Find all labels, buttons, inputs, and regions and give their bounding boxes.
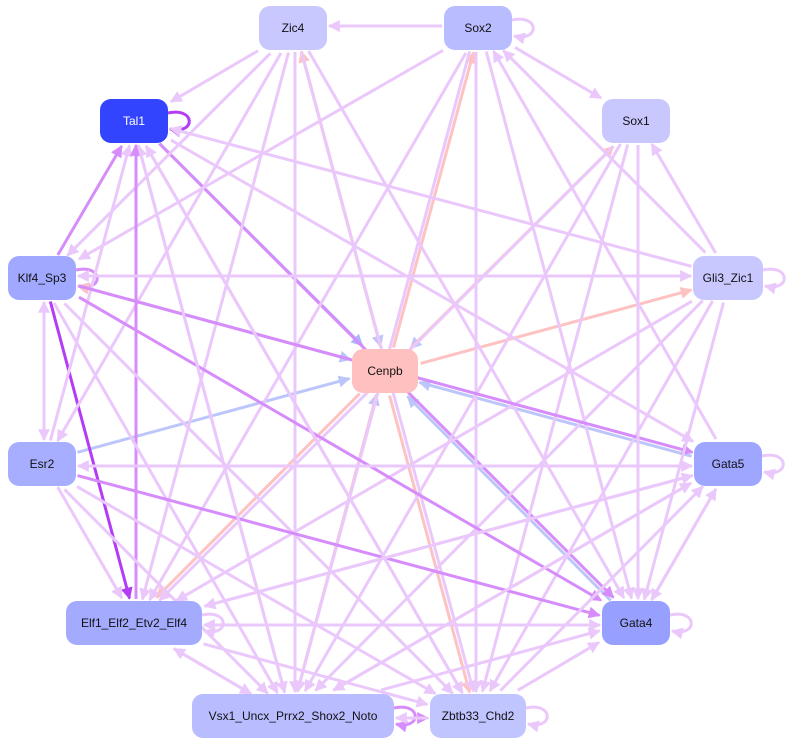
node-gata5[interactable]: Gata5	[694, 442, 762, 486]
edge-Zic4-to-Elf1	[139, 52, 290, 601]
node-gata4[interactable]: Gata4	[602, 601, 670, 645]
node-box	[694, 442, 762, 486]
node-label: Elf1_Elf2_Etv2_Elf4	[81, 616, 187, 630]
node-sox2[interactable]: Sox2	[444, 6, 512, 50]
edge-Klf4_Sp3-to-Tal1	[56, 144, 123, 256]
edge-Gata4-to-Gata4	[669, 612, 693, 640]
edge-Gata5-to-Gata5	[761, 453, 785, 481]
node-box	[192, 694, 394, 738]
node-box	[693, 256, 763, 300]
node-box	[430, 694, 526, 738]
node-label: Cenpb	[367, 364, 403, 378]
edge-Cenpb-to-Zbtb33	[388, 395, 473, 694]
edge-Gata4-to-Cenpb	[406, 395, 612, 602]
node-box	[602, 601, 670, 645]
node-box	[8, 256, 76, 300]
edge-Cenpb-to-Elf1	[155, 392, 361, 599]
node-cenpb[interactable]: Cenpb	[352, 349, 418, 393]
edge-Tal1-to-Vsx1	[137, 145, 288, 694]
edges-layer	[38, 17, 786, 733]
edge-Vsx1-to-Vsx1	[393, 705, 417, 733]
edge-Sox2-to-Sox1	[514, 46, 603, 100]
node-sox1[interactable]: Sox1	[602, 99, 670, 143]
edge-Esr2-to-Tal1	[48, 144, 133, 441]
node-zbtb33[interactable]: Zbtb33_Chd2	[430, 694, 526, 738]
node-label: Zic4	[282, 21, 305, 35]
node-box	[259, 6, 327, 50]
node-tal1[interactable]: Tal1	[100, 99, 168, 143]
node-zic4[interactable]: Zic4	[259, 6, 327, 50]
node-label: Sox1	[622, 114, 650, 128]
edge-Esr2-to-Vsx1	[63, 488, 269, 695]
edge-Elf1-to-Elf1	[201, 612, 225, 640]
edge-Vsx1-to-Elf1	[172, 647, 252, 696]
edge-Klf4_Sp3-to-Gata4	[78, 295, 603, 602]
node-label: Tal1	[123, 114, 145, 128]
edge-Tal1-to-Tal1	[167, 110, 191, 138]
edge-Gata5-to-Vsx1	[332, 481, 692, 692]
edge-Klf4_Sp3-to-Zbtb33	[63, 302, 454, 695]
node-label: Vsx1_Uncx_Prrx2_Shox2_Noto	[209, 709, 378, 723]
node-klf4-sp3[interactable]: Klf4_Sp3	[8, 256, 76, 300]
edge-Zic4-to-Klf4_Sp3	[66, 52, 272, 257]
edge-Zic4-to-Gata4	[307, 50, 626, 600]
node-label: Sox2	[464, 21, 492, 35]
node-label: Gata4	[620, 616, 653, 630]
node-box	[352, 349, 418, 393]
edge-Tal1-to-Zbtb33	[144, 145, 464, 695]
edge-Zic4-to-Esr2	[56, 52, 283, 443]
node-label: Zbtb33_Chd2	[442, 709, 515, 723]
edge-Gli3_Zic1-to-Sox1	[650, 142, 717, 254]
node-box	[444, 6, 512, 50]
edge-Gli3_Zic1-to-Gata4	[641, 302, 725, 601]
edge-Zbtb33-to-Gata4	[516, 641, 601, 692]
edge-Cenpb-to-Gli3_Zic1	[420, 286, 693, 365]
edge-Sox2-to-Gata4	[484, 51, 635, 600]
edge-Esr2-to-Gata4	[77, 474, 601, 619]
edge-Esr2-to-Elf1	[56, 486, 124, 600]
edge-Gata4-to-Gata5	[650, 487, 718, 601]
node-label: Gli3_Zic1	[703, 271, 754, 285]
node-box	[602, 99, 670, 143]
node-label: Klf4_Sp3	[18, 271, 67, 285]
node-box	[66, 601, 202, 645]
edge-Cenpb-to-Sox2	[391, 51, 477, 348]
edge-Gata5-to-Elf1	[203, 474, 693, 610]
node-label: Gata5	[712, 457, 745, 471]
node-box	[8, 442, 76, 486]
edge-Zic4-to-Tal1	[169, 49, 259, 103]
edge-Vsx1-to-Gata4	[380, 627, 601, 692]
node-gli3-zic1[interactable]: Gli3_Zic1	[693, 256, 763, 300]
edge-Gli3_Zic1-to-Gli3_Zic1	[762, 267, 786, 295]
edge-Gli3_Zic1-to-Elf1	[175, 299, 693, 603]
edge-Gli3_Zic1-to-Sox2	[502, 49, 707, 254]
edge-Elf1-to-Zbtb33	[203, 642, 429, 708]
edge-Sox2-to-Sox2	[511, 17, 535, 45]
node-box	[100, 99, 168, 143]
edge-Sox1-to-Zbtb33	[479, 144, 630, 693]
node-vsx1[interactable]: Vsx1_Uncx_Prrx2_Shox2_Noto	[192, 694, 394, 738]
edge-Tal1-to-Gata5	[170, 138, 695, 443]
edge-Esr2-to-Cenpb	[77, 375, 351, 454]
edge-Zbtb33-to-Gata5	[499, 485, 704, 692]
edge-Gata5-to-Sox2	[492, 49, 718, 440]
edge-Klf4_Sp3-to-Elf1	[48, 301, 133, 600]
node-label: Esr2	[30, 457, 55, 471]
edge-Zbtb33-to-Zbtb33	[525, 705, 549, 733]
edge-Sox2-to-Klf4_Sp3	[77, 49, 444, 261]
node-elf1[interactable]: Elf1_Elf2_Etv2_Elf4	[66, 601, 202, 645]
node-esr2[interactable]: Esr2	[8, 442, 76, 486]
